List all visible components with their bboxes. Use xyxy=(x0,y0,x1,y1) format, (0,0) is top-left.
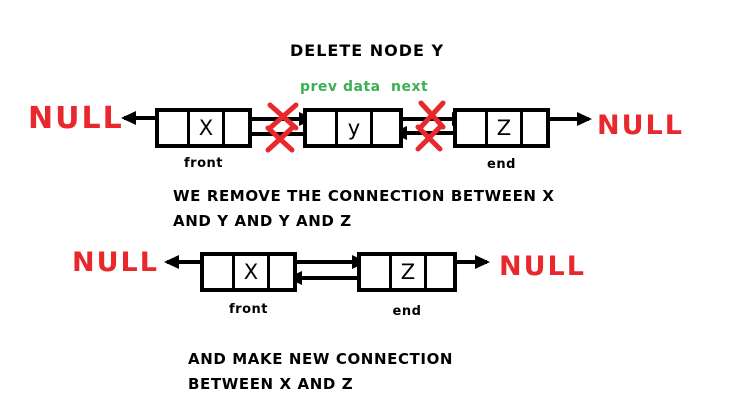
node-z-1-next-cell xyxy=(523,112,546,144)
node-z-1-data-cell: Z xyxy=(485,112,523,144)
null-label-right-2: NULL xyxy=(499,251,586,282)
data-field-label: data xyxy=(343,79,381,95)
null-label-right-1: NULL xyxy=(597,110,684,141)
node-z-2-caption: end xyxy=(392,304,422,319)
node-z-1: Z xyxy=(453,108,550,148)
node-x-2-label: X xyxy=(243,260,259,284)
node-x-2-caption: front xyxy=(229,302,268,317)
node-z-2-label: Z xyxy=(400,260,416,284)
node-y-prev-cell xyxy=(307,112,335,144)
node-z-1-label: Z xyxy=(496,116,512,140)
node-x-1-next-cell xyxy=(225,112,248,144)
remove-connection-caption-line1: WE REMOVE THE CONNECTION BETWEEN X xyxy=(173,187,555,205)
node-x-2: X xyxy=(200,252,297,292)
delete-cross-icon-x-to-y xyxy=(267,102,299,131)
node-y-next-cell xyxy=(373,112,399,144)
node-x-1-label: X xyxy=(198,116,214,140)
delete-cross-icon-z-to-y xyxy=(415,124,443,152)
delete-cross-icon-y-to-x xyxy=(265,125,295,153)
node-x-1: X xyxy=(155,108,252,148)
node-x-1-prev-cell xyxy=(159,112,187,144)
node-z-2-prev-cell xyxy=(361,256,389,288)
new-connection-caption: AND MAKE NEW CONNECTION BETWEEN X AND Z xyxy=(188,347,453,397)
node-z-1-caption: end xyxy=(487,157,516,172)
next-pointer-label: next xyxy=(391,79,429,95)
node-z-2: Z xyxy=(357,252,457,292)
node-y-data-cell: y xyxy=(335,112,373,144)
new-connection-caption-line2: BETWEEN X AND Z xyxy=(188,375,354,393)
node-x-2-data-cell: X xyxy=(232,256,270,288)
node-x-2-prev-cell xyxy=(204,256,232,288)
node-y-label: y xyxy=(347,116,361,140)
node-z-2-next-cell xyxy=(427,256,453,288)
remove-connection-caption-line2: AND Y AND Y AND Z xyxy=(173,212,352,230)
page-title: DELETE NODE Y xyxy=(290,41,445,60)
node-z-1-prev-cell xyxy=(457,112,485,144)
delete-cross-icon-y-to-z xyxy=(418,100,446,130)
new-connection-caption-line1: AND MAKE NEW CONNECTION xyxy=(188,350,454,368)
node-x-1-data-cell: X xyxy=(187,112,225,144)
null-label-left-2: NULL xyxy=(72,247,159,278)
null-label-left-1: NULL xyxy=(28,101,124,136)
remove-connection-caption: WE REMOVE THE CONNECTION BETWEEN X AND Y… xyxy=(173,184,555,234)
node-y: y xyxy=(303,108,403,148)
prev-pointer-label: prev xyxy=(300,79,338,95)
node-x-2-next-cell xyxy=(270,256,293,288)
node-x-1-caption: front xyxy=(184,156,223,171)
node-z-2-data-cell: Z xyxy=(389,256,427,288)
